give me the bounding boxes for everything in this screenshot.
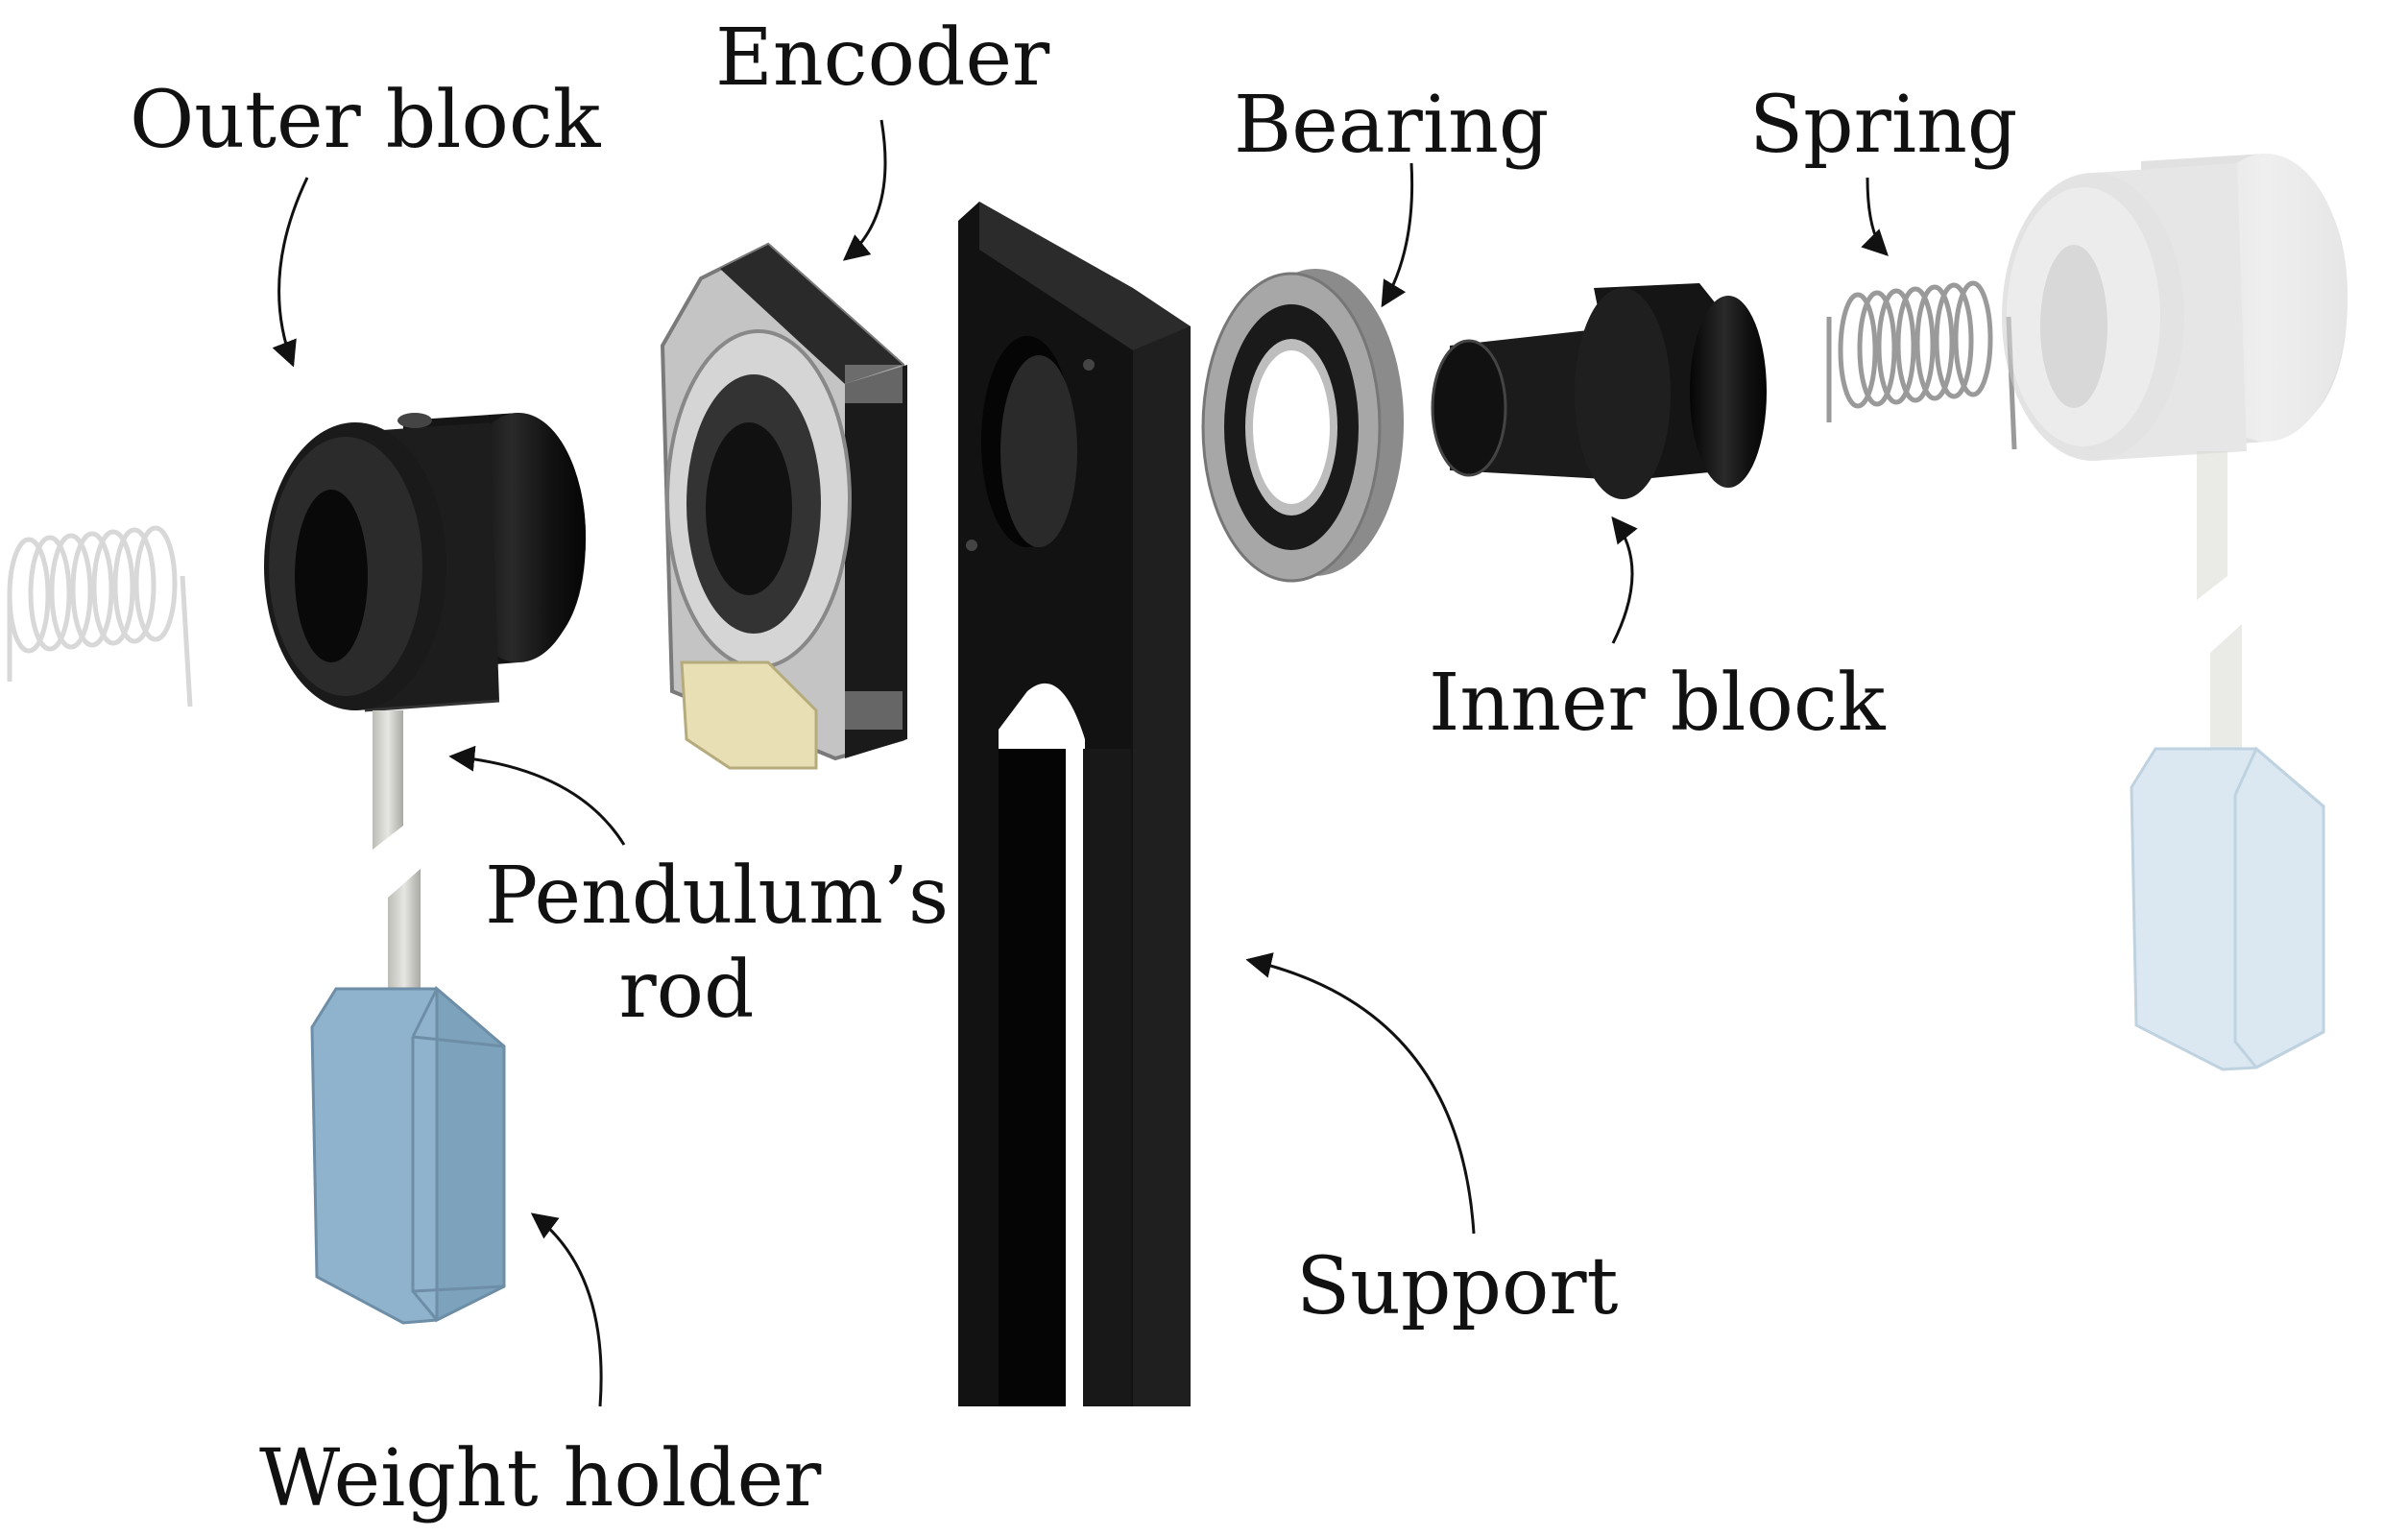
outer-block — [264, 413, 586, 712]
ghost-outer-block — [2002, 154, 2348, 461]
inner-block — [1431, 283, 1767, 499]
arrow-encoder — [842, 119, 887, 261]
spring — [1826, 280, 2017, 450]
label-spring: Spring — [1749, 80, 2018, 171]
label-pendulums-rod-line1: Pendulum’s — [485, 851, 950, 942]
encoder — [660, 242, 907, 770]
left-spring-ghost — [7, 525, 193, 708]
label-outer-block: Outer block — [130, 75, 601, 166]
arrow-outer-block — [272, 177, 309, 368]
arrow-support — [1245, 952, 1476, 1235]
label-support: Support — [1296, 1241, 1619, 1332]
label-pendulums-rod: Pendulum’s rod — [485, 850, 950, 1039]
label-encoder: Encoder — [715, 12, 1050, 104]
ghost-weight-holder — [2130, 746, 2325, 1071]
arrow-pendulum-rod — [448, 745, 626, 846]
arrow-spring — [1861, 177, 1889, 256]
label-inner-block: Inner block — [1429, 658, 1886, 749]
support — [958, 202, 1191, 1406]
bearing — [1201, 269, 1404, 583]
arrow-bearing — [1381, 162, 1414, 308]
label-weight-holder: Weight holder — [259, 1433, 822, 1524]
label-pendulums-rod-line2: rod — [618, 945, 755, 1037]
ghost-rod — [2197, 451, 2242, 768]
pendulum-rod — [373, 710, 421, 1013]
arrow-weight-holder — [530, 1212, 603, 1407]
weight-holder — [310, 985, 506, 1325]
label-bearing: Bearing — [1234, 80, 1550, 171]
callout-arrows — [272, 119, 1889, 1407]
arrow-inner-block — [1611, 516, 1638, 644]
